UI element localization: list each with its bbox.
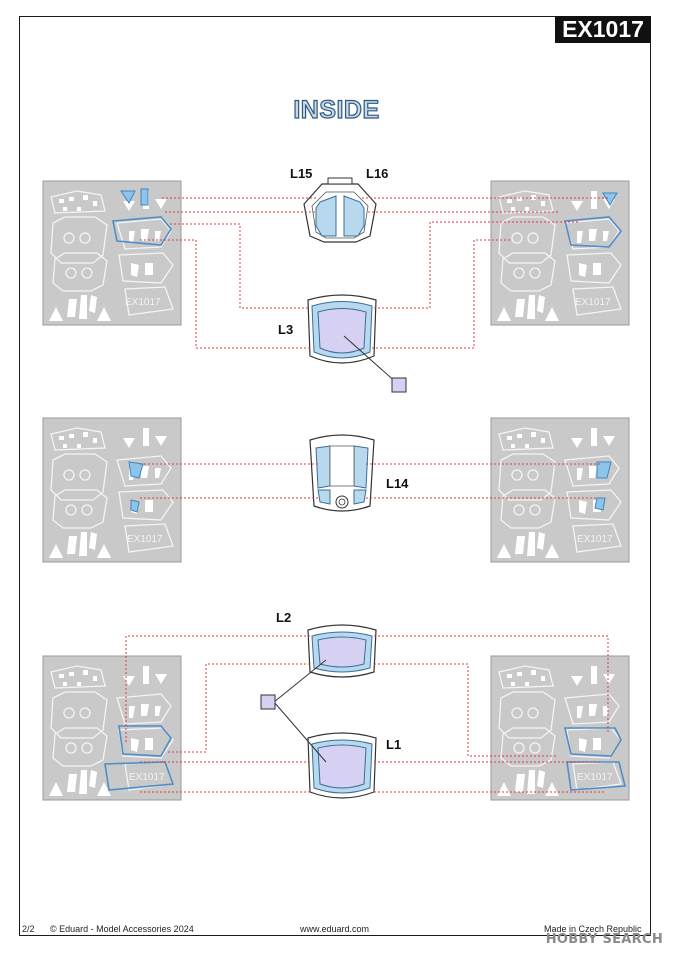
sheet-label: EX1017 [127, 534, 163, 545]
label-l2: L2 [276, 610, 292, 625]
part-l14 [309, 434, 375, 512]
part-l2 [307, 624, 377, 678]
product-code: EX1017 [555, 16, 651, 43]
page-title: INSIDE [293, 95, 380, 124]
watermark: HOBBY SEARCH [545, 932, 663, 947]
mask-sheet-left-1: EX1017 [42, 180, 182, 326]
label-l3: L3 [278, 322, 294, 337]
label-l15: L15 [290, 166, 313, 181]
sheet-label: EX1017 [125, 297, 161, 308]
part-l1 [307, 732, 377, 799]
website-link[interactable]: www.eduard.com [300, 924, 370, 934]
sheet-label: EX1017 [575, 297, 611, 308]
section-2: EX1017 EX1017 [42, 417, 630, 563]
mask-sheet-right-3: EX1017 [490, 655, 630, 801]
mask-sheet-right-2: EX1017 [490, 417, 630, 563]
sheet-label: EX1017 [577, 534, 613, 545]
section-3: EX1017 EX1017 [42, 624, 630, 801]
copyright: © Eduard - Model Accessories 2024 [50, 924, 194, 934]
part-l3 [307, 294, 377, 364]
label-l16: L16 [366, 166, 389, 181]
origin-note: Made in Czech Republic [544, 924, 642, 934]
leader-lines-3 [125, 635, 609, 793]
sheet-label: EX1017 [129, 772, 165, 783]
mask-sheet-left-3: EX1017 [42, 655, 182, 801]
interior-color-swatch [391, 377, 407, 393]
label-l14: L14 [386, 476, 409, 491]
interior-color-swatch [260, 694, 276, 710]
label-l1: L1 [386, 737, 402, 752]
page-number: 2/2 [22, 924, 35, 934]
section-1: EX1017 EX1017 [42, 177, 630, 393]
sheet-label: EX1017 [577, 772, 613, 783]
mask-sheet-left-2: EX1017 [42, 417, 182, 563]
leader-lines-2 [140, 463, 600, 499]
mask-sheet-right-1: EX1017 [490, 180, 630, 326]
page-frame [19, 16, 651, 936]
leader-lines-1 [140, 197, 608, 349]
part-l15-l16 [303, 177, 377, 243]
